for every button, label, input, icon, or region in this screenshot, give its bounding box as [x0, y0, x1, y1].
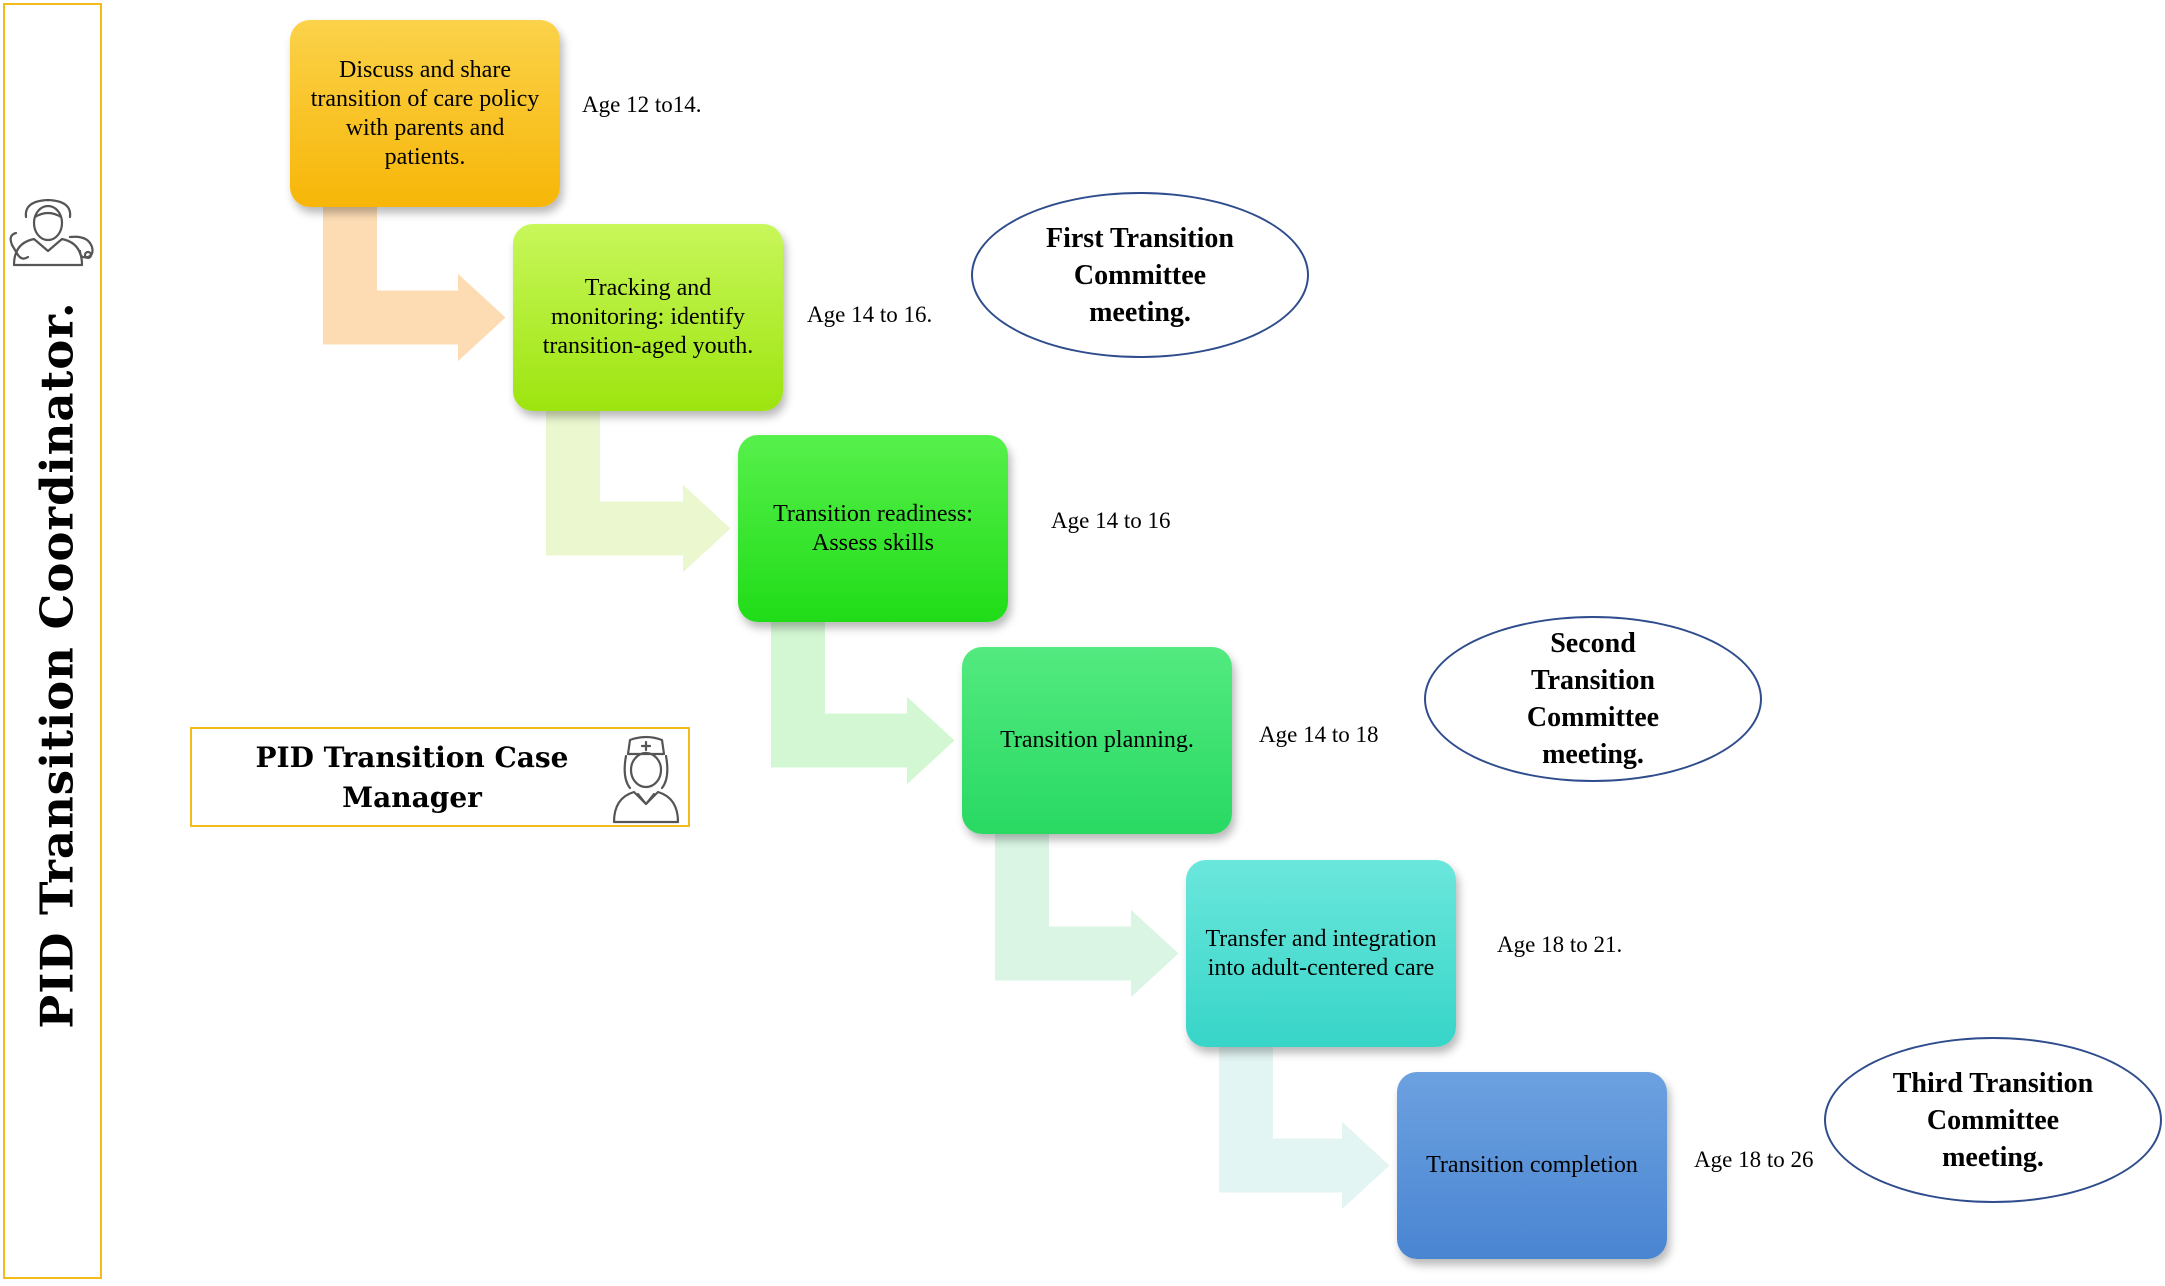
connector-arrow-4	[993, 831, 1182, 1002]
coordinator-title: PID Transition Coordinator.	[30, 301, 84, 1029]
age-label-2: Age 14 to 16.	[807, 302, 933, 327]
connector-arrow-1	[321, 204, 509, 366]
doctor-icon	[9, 198, 94, 267]
meeting-2-text: Second Transition Committee meeting.	[1526, 628, 1660, 770]
step-4-text: Transition planning.	[1000, 727, 1194, 753]
step-box-5: Transfer and integration into adult-cent…	[1186, 860, 1456, 1047]
meeting-ellipse-1: First Transition Committee meeting.	[971, 192, 1309, 358]
case-manager-label: PID Transition Case Manager	[255, 741, 569, 814]
connector-arrow-3	[769, 619, 958, 789]
step-box-6: Transition completion	[1397, 1072, 1667, 1259]
step-3-text: Transition readiness: Assess skills	[773, 500, 973, 556]
step-box-1: Discuss and share transition of care pol…	[290, 20, 560, 207]
case-manager-box: PID Transition Case Manager	[190, 727, 690, 827]
step-box-2: Tracking and monitoring: identify transi…	[513, 224, 783, 411]
meeting-ellipse-3: Third Transition Committee meeting.	[1824, 1037, 2162, 1203]
step-box-3: Transition readiness: Assess skills	[738, 435, 1008, 622]
step-2-text: Tracking and monitoring: identify transi…	[542, 275, 754, 359]
connector-arrow-2	[544, 408, 734, 577]
age-label-4: Age 14 to 18	[1259, 722, 1379, 747]
step-box-4: Transition planning.	[962, 647, 1232, 834]
age-label-1: Age 12 to14.	[582, 92, 702, 117]
step-5-text: Transfer and integration into adult-cent…	[1205, 925, 1437, 981]
nurse-icon	[612, 735, 680, 824]
meeting-1-text: First Transition Committee meeting.	[1046, 222, 1234, 328]
connector-arrow-5	[1217, 1044, 1393, 1214]
step-1-text: Discuss and share transition of care pol…	[310, 56, 540, 170]
coordinator-panel: PID Transition Coordinator.	[3, 3, 102, 1279]
age-label-5: Age 18 to 21.	[1497, 932, 1623, 957]
age-label-3: Age 14 to 16	[1051, 508, 1171, 533]
step-6-text: Transition completion	[1426, 1152, 1638, 1178]
meeting-ellipse-2: Second Transition Committee meeting.	[1424, 616, 1762, 782]
age-label-6: Age 18 to 26	[1694, 1147, 1814, 1172]
meeting-3-text: Third Transition Committee meeting.	[1892, 1067, 2094, 1173]
